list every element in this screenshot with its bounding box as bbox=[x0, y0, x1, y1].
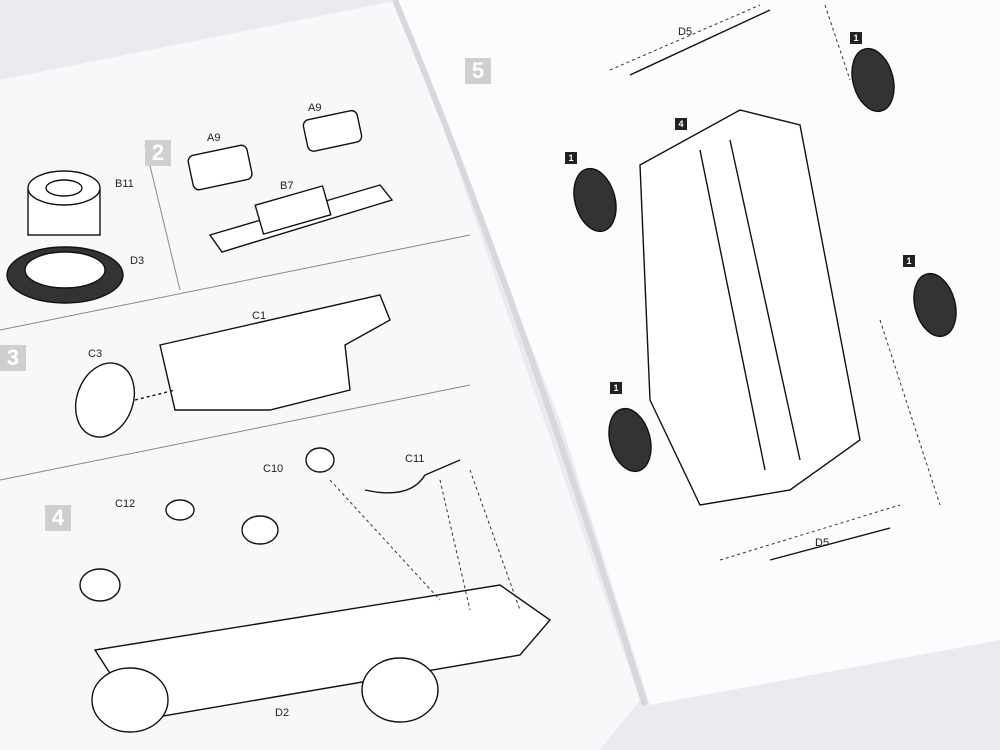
part-label: C11 bbox=[405, 453, 425, 465]
part-label: C1 bbox=[252, 310, 267, 322]
part-label: B11 bbox=[115, 178, 134, 190]
ref-badge: 1 bbox=[565, 152, 577, 164]
part-label: A9 bbox=[308, 102, 322, 114]
ref-badge: 1 bbox=[850, 32, 862, 44]
part-label: D3 bbox=[130, 255, 145, 267]
part-label: D5 bbox=[815, 537, 830, 549]
step-number: 5 bbox=[465, 58, 491, 84]
chassis-drawing bbox=[79, 447, 552, 733]
wheel-parts-drawing bbox=[6, 170, 124, 304]
wheels-drawing bbox=[573, 47, 957, 473]
part-label: D5 bbox=[678, 26, 693, 38]
step-number: 2 bbox=[145, 140, 171, 166]
step-number: 3 bbox=[0, 345, 26, 371]
part-label: C3 bbox=[88, 348, 103, 360]
ref-badge: 1 bbox=[903, 255, 915, 267]
part-label: D2 bbox=[275, 707, 290, 719]
part-label: B7 bbox=[280, 180, 294, 192]
cab-interior-drawing bbox=[74, 294, 391, 438]
part-label: C10 bbox=[263, 463, 284, 475]
ref-badge: 1 bbox=[610, 382, 622, 394]
chassis-underside-drawing bbox=[629, 9, 891, 561]
spine-shadow bbox=[392, 0, 648, 706]
grille-drawing bbox=[187, 109, 394, 253]
ref-badge: 4 bbox=[675, 118, 687, 130]
step-number: 4 bbox=[45, 505, 71, 531]
part-label: C12 bbox=[115, 498, 136, 510]
part-label: A9 bbox=[207, 132, 221, 144]
